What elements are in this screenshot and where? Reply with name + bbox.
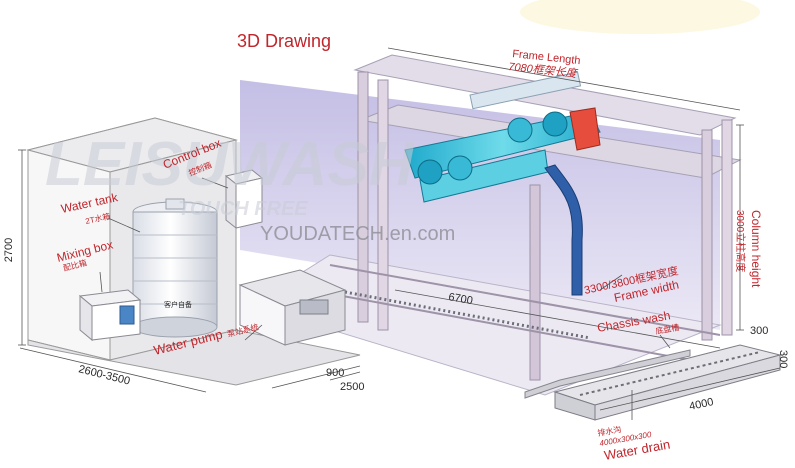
wash-machine <box>404 71 601 296</box>
watermark-brand: LEISUWASH <box>45 130 415 199</box>
top-glow <box>520 0 760 34</box>
chassis-wash-trench <box>524 349 691 399</box>
watermark-site: YOUDATECH.en.com <box>260 223 455 245</box>
water-drain-cn: 排水沟 <box>597 424 622 438</box>
dim-drain-depth-b: 300 <box>777 350 789 368</box>
dim-room-height: 2700 <box>3 238 15 262</box>
dim-pump-width: 900 <box>326 367 344 379</box>
mixing-box <box>78 289 142 342</box>
dim-room-width: 2500 <box>340 381 364 393</box>
water-pump <box>238 269 347 346</box>
watermark: LEISUWASH TOUCH FREE <box>45 130 415 220</box>
control-box <box>224 169 264 230</box>
water-drain <box>553 344 782 421</box>
dim-room-depth: 2600-3500 <box>77 363 131 387</box>
column-height-label: Column height <box>749 210 763 288</box>
chassis-wash-cn: 底盘槽 <box>655 322 680 336</box>
dimension-lines <box>18 47 781 420</box>
column-height-cn: 3000立柱高度 <box>734 210 747 272</box>
dim-drain-depth-a: 300 <box>750 325 768 337</box>
watermark-sub: TOUCH FREE <box>178 198 308 220</box>
water-tank <box>132 198 218 338</box>
dim-drain-length: 4000 <box>688 396 714 413</box>
dim-rail-length: 6700 <box>447 291 473 307</box>
diagram-title: 3D Drawing <box>237 31 331 51</box>
tank-badge: 客户自备 <box>164 300 192 309</box>
